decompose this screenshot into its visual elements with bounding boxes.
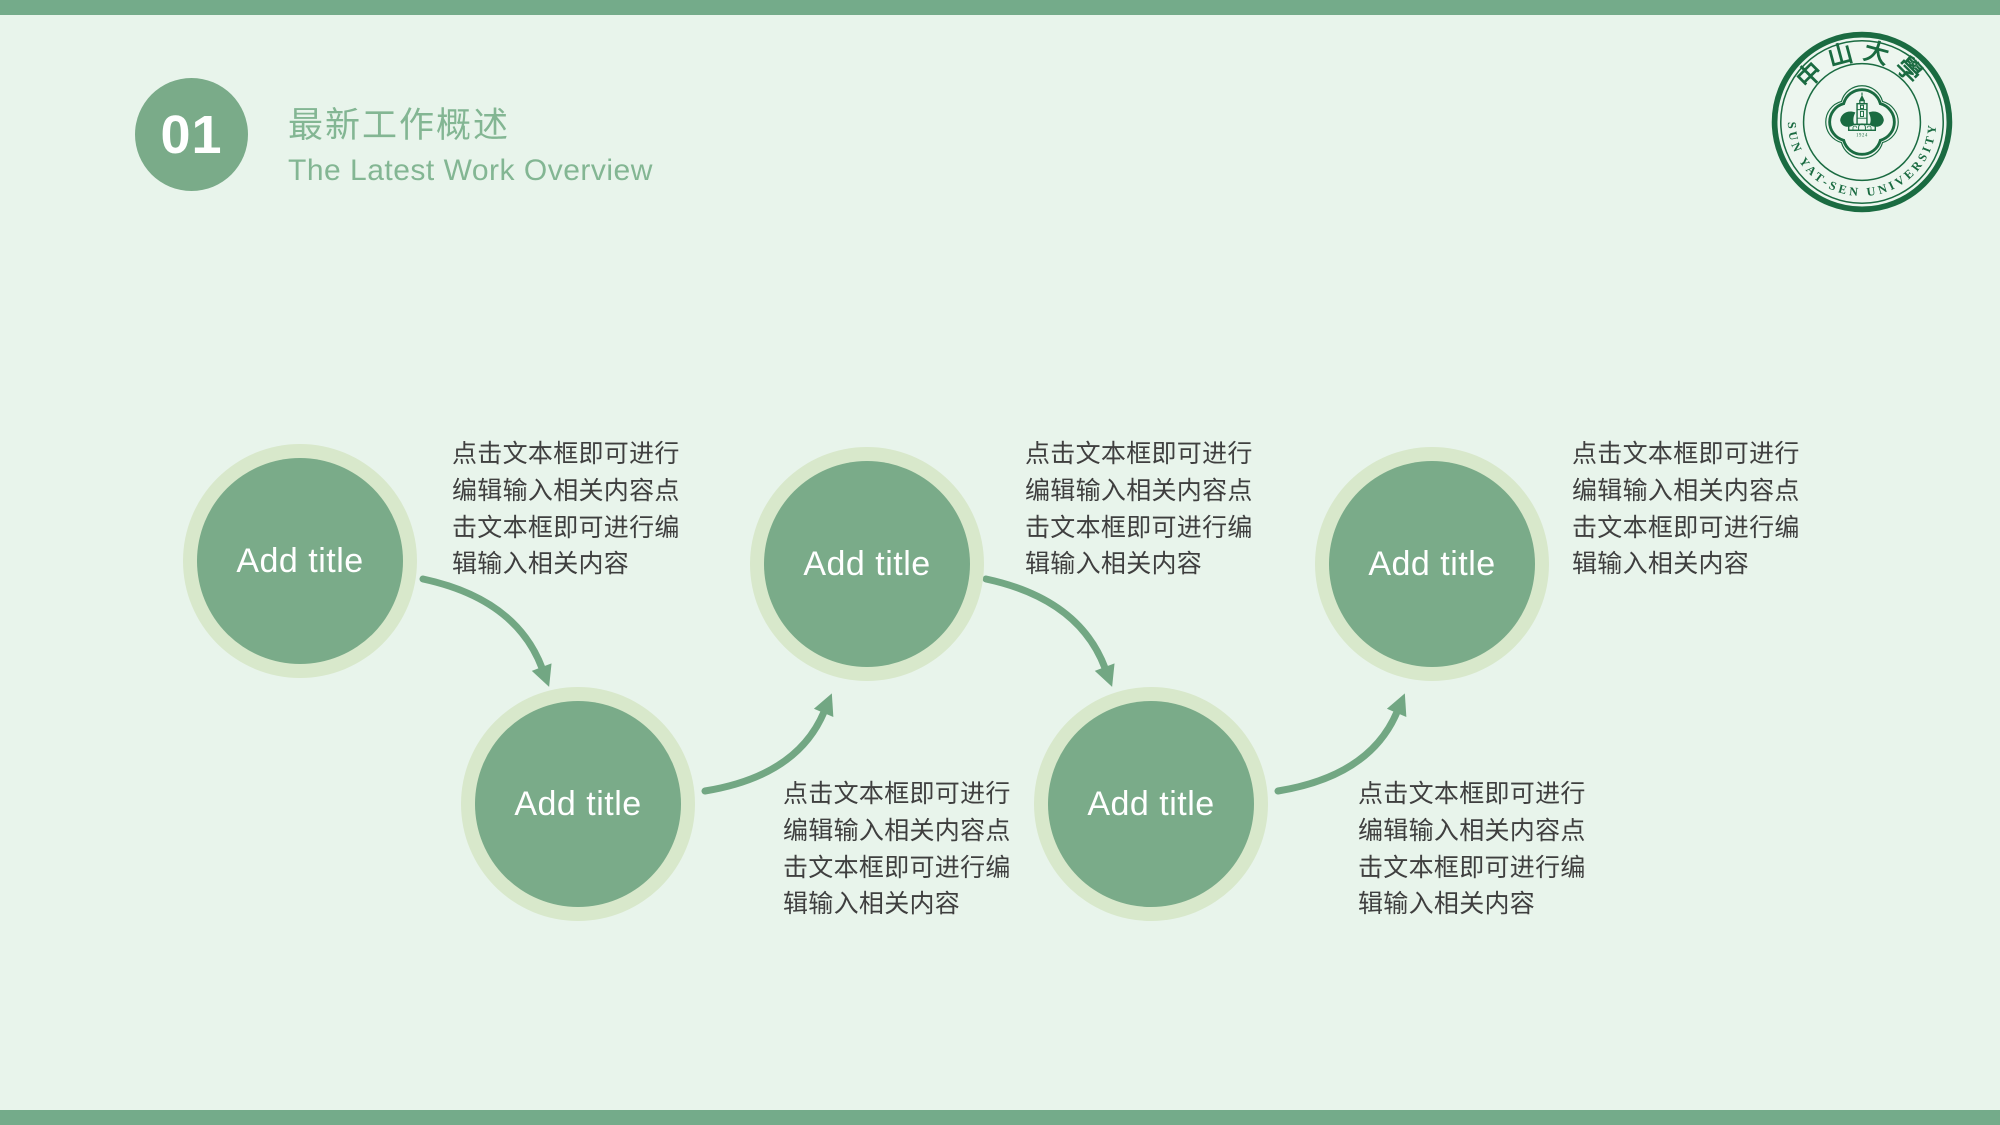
- text-line: 点击文本框即可进行: [1025, 440, 1253, 468]
- flow-node-5[interactable]: Add title: [1315, 447, 1549, 681]
- flow-node-5-circle: Add title: [1329, 461, 1535, 667]
- flow-node-5-label[interactable]: Add title: [1368, 544, 1496, 583]
- text-line: 击文本框即可进行编: [783, 853, 1011, 882]
- flow-node-3-label[interactable]: Add title: [803, 544, 931, 583]
- placeholder-textbox-3[interactable]: 点击文本框即可进行 编辑输入相关内容点 击文本框即可进行编 辑输入相关内容: [1025, 436, 1267, 583]
- flow-node-2-label[interactable]: Add title: [514, 784, 642, 823]
- text-line: 击文本框即可进行编: [452, 513, 680, 542]
- text-line: 击文本框即可进行编: [1358, 853, 1586, 882]
- flow-node-1-label[interactable]: Add title: [236, 541, 364, 580]
- top-accent-bar: [0, 0, 2000, 15]
- flow-node-2-circle: Add title: [475, 701, 681, 907]
- arrow-node3-node4: [982, 575, 1115, 687]
- arrow-node1-node2: [419, 575, 552, 687]
- text-line: 辑输入相关内容: [1358, 890, 1536, 919]
- placeholder-textbox-1[interactable]: 点击文本框即可进行 编辑输入相关内容点 击文本框即可进行编 辑输入相关内容: [452, 436, 694, 583]
- text-line: 点击文本框即可进行: [1358, 780, 1586, 808]
- text-line: 编辑输入相关内容点: [1572, 476, 1800, 505]
- placeholder-textbox-4[interactable]: 点击文本框即可进行 编辑输入相关内容点 击文本框即可进行编 辑输入相关内容: [1358, 776, 1600, 923]
- text-line: 点击文本框即可进行: [452, 440, 680, 468]
- text-line: 编辑输入相关内容点: [1025, 476, 1253, 505]
- arrow-node4-node5: [1274, 693, 1407, 795]
- flow-node-1-circle: Add title: [197, 458, 403, 664]
- text-line: 编辑输入相关内容点: [1358, 816, 1586, 845]
- sun-yat-sen-university-seal: 中山大學 SUN YAT-SEN UNIVERSITY: [1767, 27, 1957, 217]
- section-number: 01: [160, 104, 223, 165]
- seal-quatrefoil-icon: [1825, 85, 1899, 159]
- arrow-node2-node3: [701, 693, 834, 795]
- header-titles: 最新工作概述 The Latest Work Overview: [288, 97, 653, 188]
- text-line: 辑输入相关内容: [1025, 550, 1203, 579]
- flow-node-1[interactable]: Add title: [183, 444, 417, 678]
- section-number-badge[interactable]: 01: [135, 78, 248, 191]
- flow-node-3[interactable]: Add title: [750, 447, 984, 681]
- text-line: 编辑输入相关内容点: [783, 816, 1011, 845]
- seal-year-text: 1924: [1856, 134, 1868, 139]
- slide-subtitle[interactable]: The Latest Work Overview: [288, 154, 653, 187]
- text-line: 辑输入相关内容: [783, 890, 961, 919]
- text-line: 击文本框即可进行编: [1025, 513, 1253, 542]
- text-line: 辑输入相关内容: [452, 550, 630, 579]
- bottom-accent-bar: [0, 1110, 2000, 1125]
- placeholder-textbox-2[interactable]: 点击文本框即可进行 编辑输入相关内容点 击文本框即可进行编 辑输入相关内容: [783, 776, 1025, 923]
- text-line: 点击文本框即可进行: [783, 780, 1011, 808]
- placeholder-textbox-5[interactable]: 点击文本框即可进行 编辑输入相关内容点 击文本框即可进行编 辑输入相关内容: [1572, 436, 1814, 583]
- flow-node-4-label[interactable]: Add title: [1087, 784, 1215, 823]
- text-line: 点击文本框即可进行: [1572, 440, 1800, 468]
- text-line: 编辑输入相关内容点: [452, 476, 680, 505]
- flow-node-2[interactable]: Add title: [461, 687, 695, 921]
- seal-tower-icon: [1840, 92, 1884, 131]
- flow-node-4[interactable]: Add title: [1034, 687, 1268, 921]
- text-line: 辑输入相关内容: [1572, 550, 1750, 579]
- text-line: 击文本框即可进行编: [1572, 513, 1800, 542]
- flow-node-4-circle: Add title: [1048, 701, 1254, 907]
- slide-title[interactable]: 最新工作概述: [288, 106, 511, 145]
- university-seal-icon: 中山大學 SUN YAT-SEN UNIVERSITY: [1771, 31, 1953, 213]
- flow-node-3-circle: Add title: [764, 461, 970, 667]
